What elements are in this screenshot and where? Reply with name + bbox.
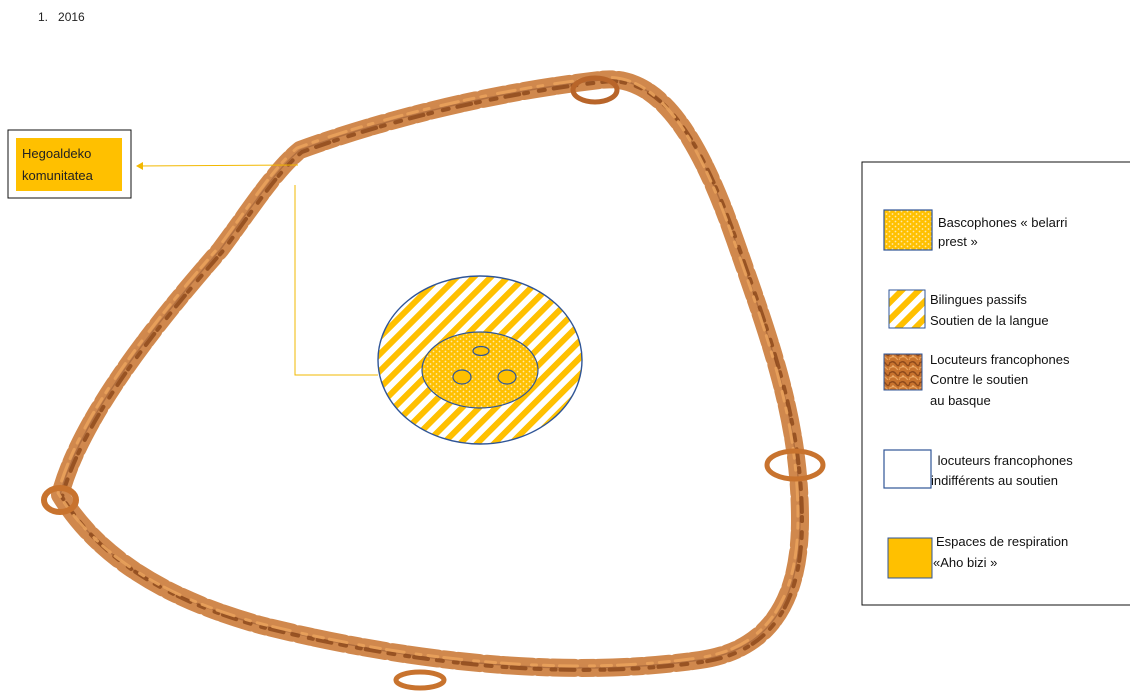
legend-label-ahobizi-1: Espaces de respiration: [936, 534, 1068, 549]
core-group: [377, 275, 583, 445]
callout-arrow: [136, 161, 299, 170]
legend-swatch-texture: [883, 353, 923, 391]
ahobizi-dot-2: [452, 369, 472, 385]
legend-label-contre-3: au basque: [930, 393, 991, 408]
legend-swatch-dots: [883, 209, 933, 251]
bascophones-circle: [421, 331, 539, 409]
legend-swatch-solid: [887, 537, 933, 579]
legend-label-belarri-2: prest »: [938, 234, 978, 249]
legend-swatch-stripes: [888, 289, 926, 329]
legend-label-indifferents-2: indifférents au soutien: [931, 473, 1058, 488]
scribble-border: [41, 70, 826, 691]
ahobizi-dot-1: [472, 345, 490, 357]
legend-label-ahobizi-2: «Aho bizi »: [933, 555, 997, 570]
callout-fill: [16, 138, 122, 191]
heading: 1. 2016: [38, 10, 85, 24]
legend-label-indifferents-1: locuteurs francophones: [934, 453, 1073, 468]
heading-number: 1.: [38, 10, 49, 24]
legend-label-bilingues-1: Bilingues passifs: [930, 292, 1027, 307]
legend-label-contre-1: Locuteurs francophones: [930, 352, 1070, 367]
legend-swatch-empty: [883, 449, 932, 489]
legend-label-contre-2: Contre le soutien: [930, 372, 1028, 387]
legend-label-belarri-1: Bascophones « belarri: [938, 215, 1067, 230]
heading-year: 2016: [58, 10, 85, 24]
connector-line: [294, 185, 378, 376]
callout-text-line1: Hegoaldeko: [22, 146, 91, 161]
ahobizi-dot-3: [497, 369, 517, 385]
legend-label-bilingues-2: Soutien de la langue: [930, 313, 1049, 328]
callout-text-line2: komunitatea: [22, 168, 94, 183]
